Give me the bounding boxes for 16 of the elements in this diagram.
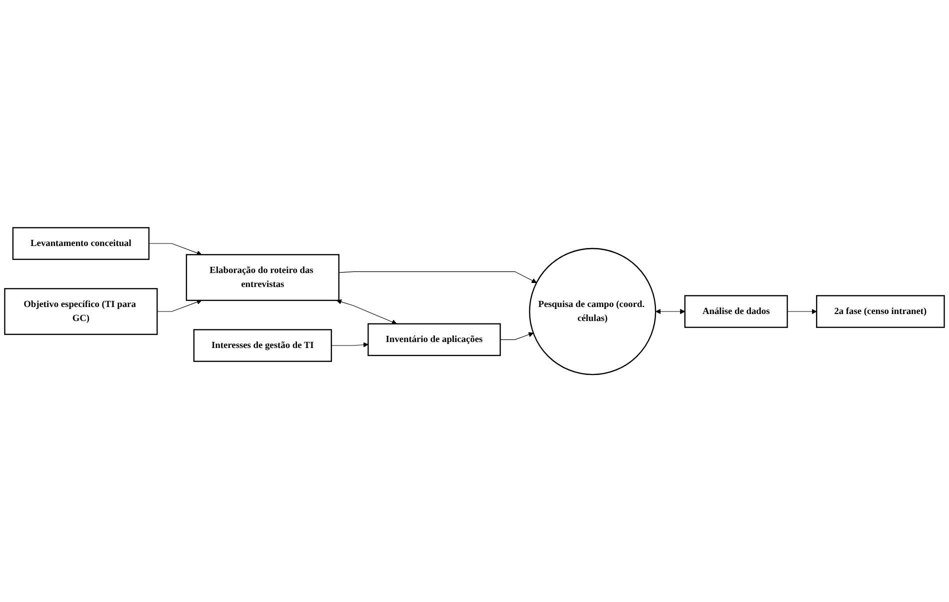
node-box: 2a fase (censo intranet) [816,295,945,328]
node-box: Análise de dados [684,295,788,328]
node-circle: Pesquisa de campo (coord. células) [528,248,656,375]
node-box: Elaboração do roteiro das entrevistas [186,254,340,301]
arrow [787,308,817,314]
arrow [156,299,202,312]
arrow [148,243,202,256]
node-box: Levantamento conceitual [12,227,150,260]
arrow [656,308,686,314]
arrow [336,299,397,324]
arrow [331,342,368,348]
node-box: Objetivo específico (TI para GC) [4,288,158,335]
arrow [500,332,534,340]
node-box: Interesses de gestão de TI [193,329,332,362]
node-box: Inventário de aplicações [368,323,501,356]
arrow [338,271,537,283]
